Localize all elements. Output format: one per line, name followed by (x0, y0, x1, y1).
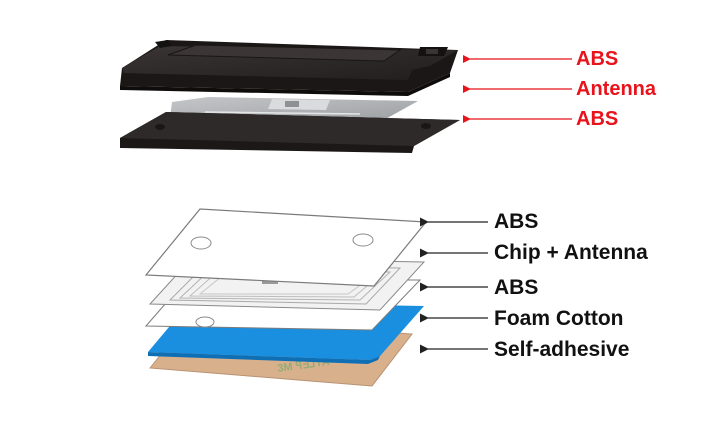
top-abs-housing (120, 40, 458, 96)
bottom-label-chip-antenna: Chip + Antenna (494, 241, 648, 264)
bottom-label-abs-2: ABS (494, 276, 539, 299)
bottom-abs-top (144, 208, 428, 287)
bottom-stack: 3M ꟼ∃⅃YA (144, 208, 488, 387)
top-label-abs-2: ABS (576, 108, 619, 130)
bottom-label-abs-1: ABS (494, 210, 539, 233)
top-label-abs-1: ABS (576, 48, 619, 70)
bottom-label-foam-cotton: Foam Cotton (494, 307, 624, 330)
top-stack (120, 40, 572, 153)
top-abs-base (120, 112, 460, 153)
top-label-antenna: Antenna (576, 78, 656, 100)
bottom-label-self-adhesive: Self-adhesive (494, 338, 630, 361)
